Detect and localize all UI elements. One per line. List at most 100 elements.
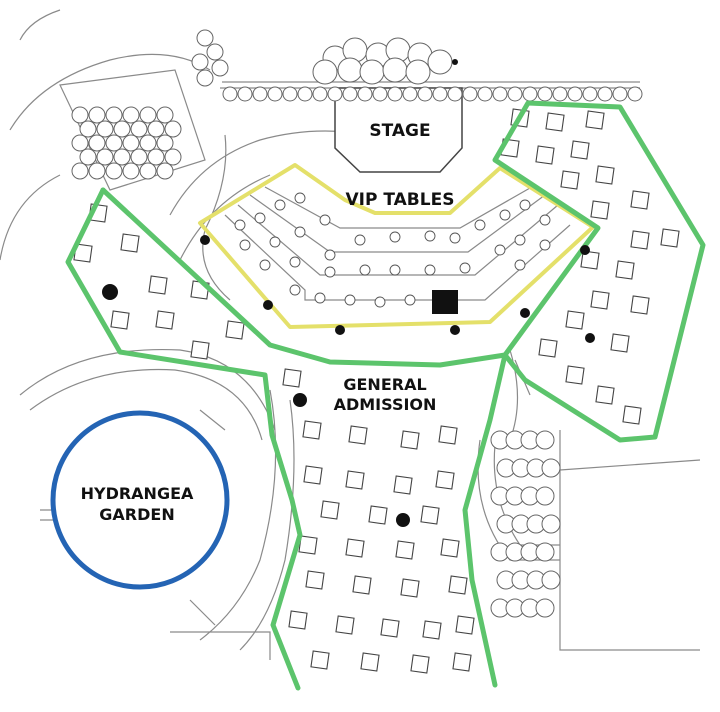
tree-icon (297, 86, 313, 102)
table-icon (110, 310, 130, 330)
table-icon (148, 275, 168, 295)
tree-icon (312, 86, 328, 102)
tree-icon (156, 106, 174, 124)
table-icon (302, 420, 322, 440)
general-admission-outline-top[interactable] (100, 187, 508, 368)
tree-icon (147, 120, 165, 138)
tree-icon (139, 106, 157, 124)
table-icon (400, 578, 420, 598)
tree-icon (237, 86, 253, 102)
tree-icon (541, 458, 561, 478)
round-table-icon (289, 256, 301, 268)
tree-icon (535, 430, 555, 450)
general-admission-label-line1: GENERAL (343, 375, 426, 394)
tree-icon (79, 148, 97, 166)
tree-icon (342, 86, 358, 102)
marker-dot-icon (396, 513, 410, 527)
tree-icon (405, 59, 431, 85)
round-table-icon (354, 234, 366, 246)
table-icon (560, 170, 580, 190)
table-icon (345, 470, 365, 490)
round-table-icon (499, 209, 511, 221)
round-table-icon (449, 232, 461, 244)
round-table-icon (514, 234, 526, 246)
table-icon (455, 615, 475, 635)
tree-icon (139, 162, 157, 180)
tree-icon (88, 134, 106, 152)
tree-icon (312, 59, 338, 85)
table-icon (348, 425, 368, 445)
table-icon (303, 465, 323, 485)
tree-icon (122, 162, 140, 180)
round-table-icon (474, 219, 486, 231)
tree-icon (337, 57, 363, 83)
table-icon (120, 233, 140, 253)
table-icon (310, 650, 330, 670)
table-icon (305, 570, 325, 590)
table-icon (580, 250, 600, 270)
table-icon (622, 405, 642, 425)
path-line (559, 430, 700, 651)
tree-icon (402, 86, 418, 102)
round-table-icon (459, 262, 471, 274)
tree-icon (382, 57, 408, 83)
table-icon (630, 190, 650, 210)
tree-icon (79, 120, 97, 138)
tree-icon (522, 86, 538, 102)
tree-icon (535, 598, 555, 618)
tree-icon (113, 120, 131, 138)
round-table-icon (274, 199, 286, 211)
table-icon (335, 615, 355, 635)
hydrangea-garden-label-line1: HYDRANGEA (81, 484, 194, 503)
tree-icon (477, 86, 493, 102)
round-table-icon (344, 294, 356, 306)
general-admission-outline-left[interactable] (65, 187, 303, 691)
tree-icon (130, 120, 148, 138)
vip-row-line (249, 194, 546, 253)
table-icon (190, 340, 210, 360)
tree-icon (206, 43, 224, 61)
path-line (199, 389, 277, 641)
tree-icon (71, 162, 89, 180)
tree-icon (222, 86, 238, 102)
hydrangea-garden-outline[interactable] (50, 410, 230, 590)
table-icon (595, 165, 615, 185)
tree-icon (627, 86, 643, 102)
round-table-icon (269, 236, 281, 248)
tree-icon (191, 53, 209, 71)
tree-icon (164, 120, 182, 138)
vip-row-line (224, 214, 571, 301)
tree-icon (597, 86, 613, 102)
table-icon (440, 538, 460, 558)
stage-label: STAGE (369, 121, 430, 141)
table-icon (225, 320, 245, 340)
round-table-group (134, 192, 551, 476)
table-icon (565, 365, 585, 385)
table-icon (155, 310, 175, 330)
general-admission-outline-east[interactable] (492, 100, 706, 443)
table-icon (610, 333, 630, 353)
table-icon (565, 310, 585, 330)
vip-zone-outline[interactable] (198, 163, 595, 329)
table-icon (298, 535, 318, 555)
path-line (19, 9, 61, 41)
table-icon (345, 538, 365, 558)
round-table-icon (389, 264, 401, 276)
tree-icon (552, 86, 568, 102)
tree-icon (139, 134, 157, 152)
marker-dot-icon (450, 325, 460, 335)
path-line (239, 399, 295, 651)
table-icon (585, 110, 605, 130)
round-table-icon (514, 259, 526, 271)
round-table-icon (319, 214, 331, 226)
table-icon (422, 620, 442, 640)
round-table-icon (519, 199, 531, 211)
tree-icon (211, 59, 229, 77)
tree-icon (71, 106, 89, 124)
general-admission-outline-right[interactable] (462, 352, 508, 688)
tree-group (71, 29, 643, 618)
table-icon (288, 610, 308, 630)
tree-icon (612, 86, 628, 102)
tree-icon (447, 86, 463, 102)
tree-icon (88, 106, 106, 124)
